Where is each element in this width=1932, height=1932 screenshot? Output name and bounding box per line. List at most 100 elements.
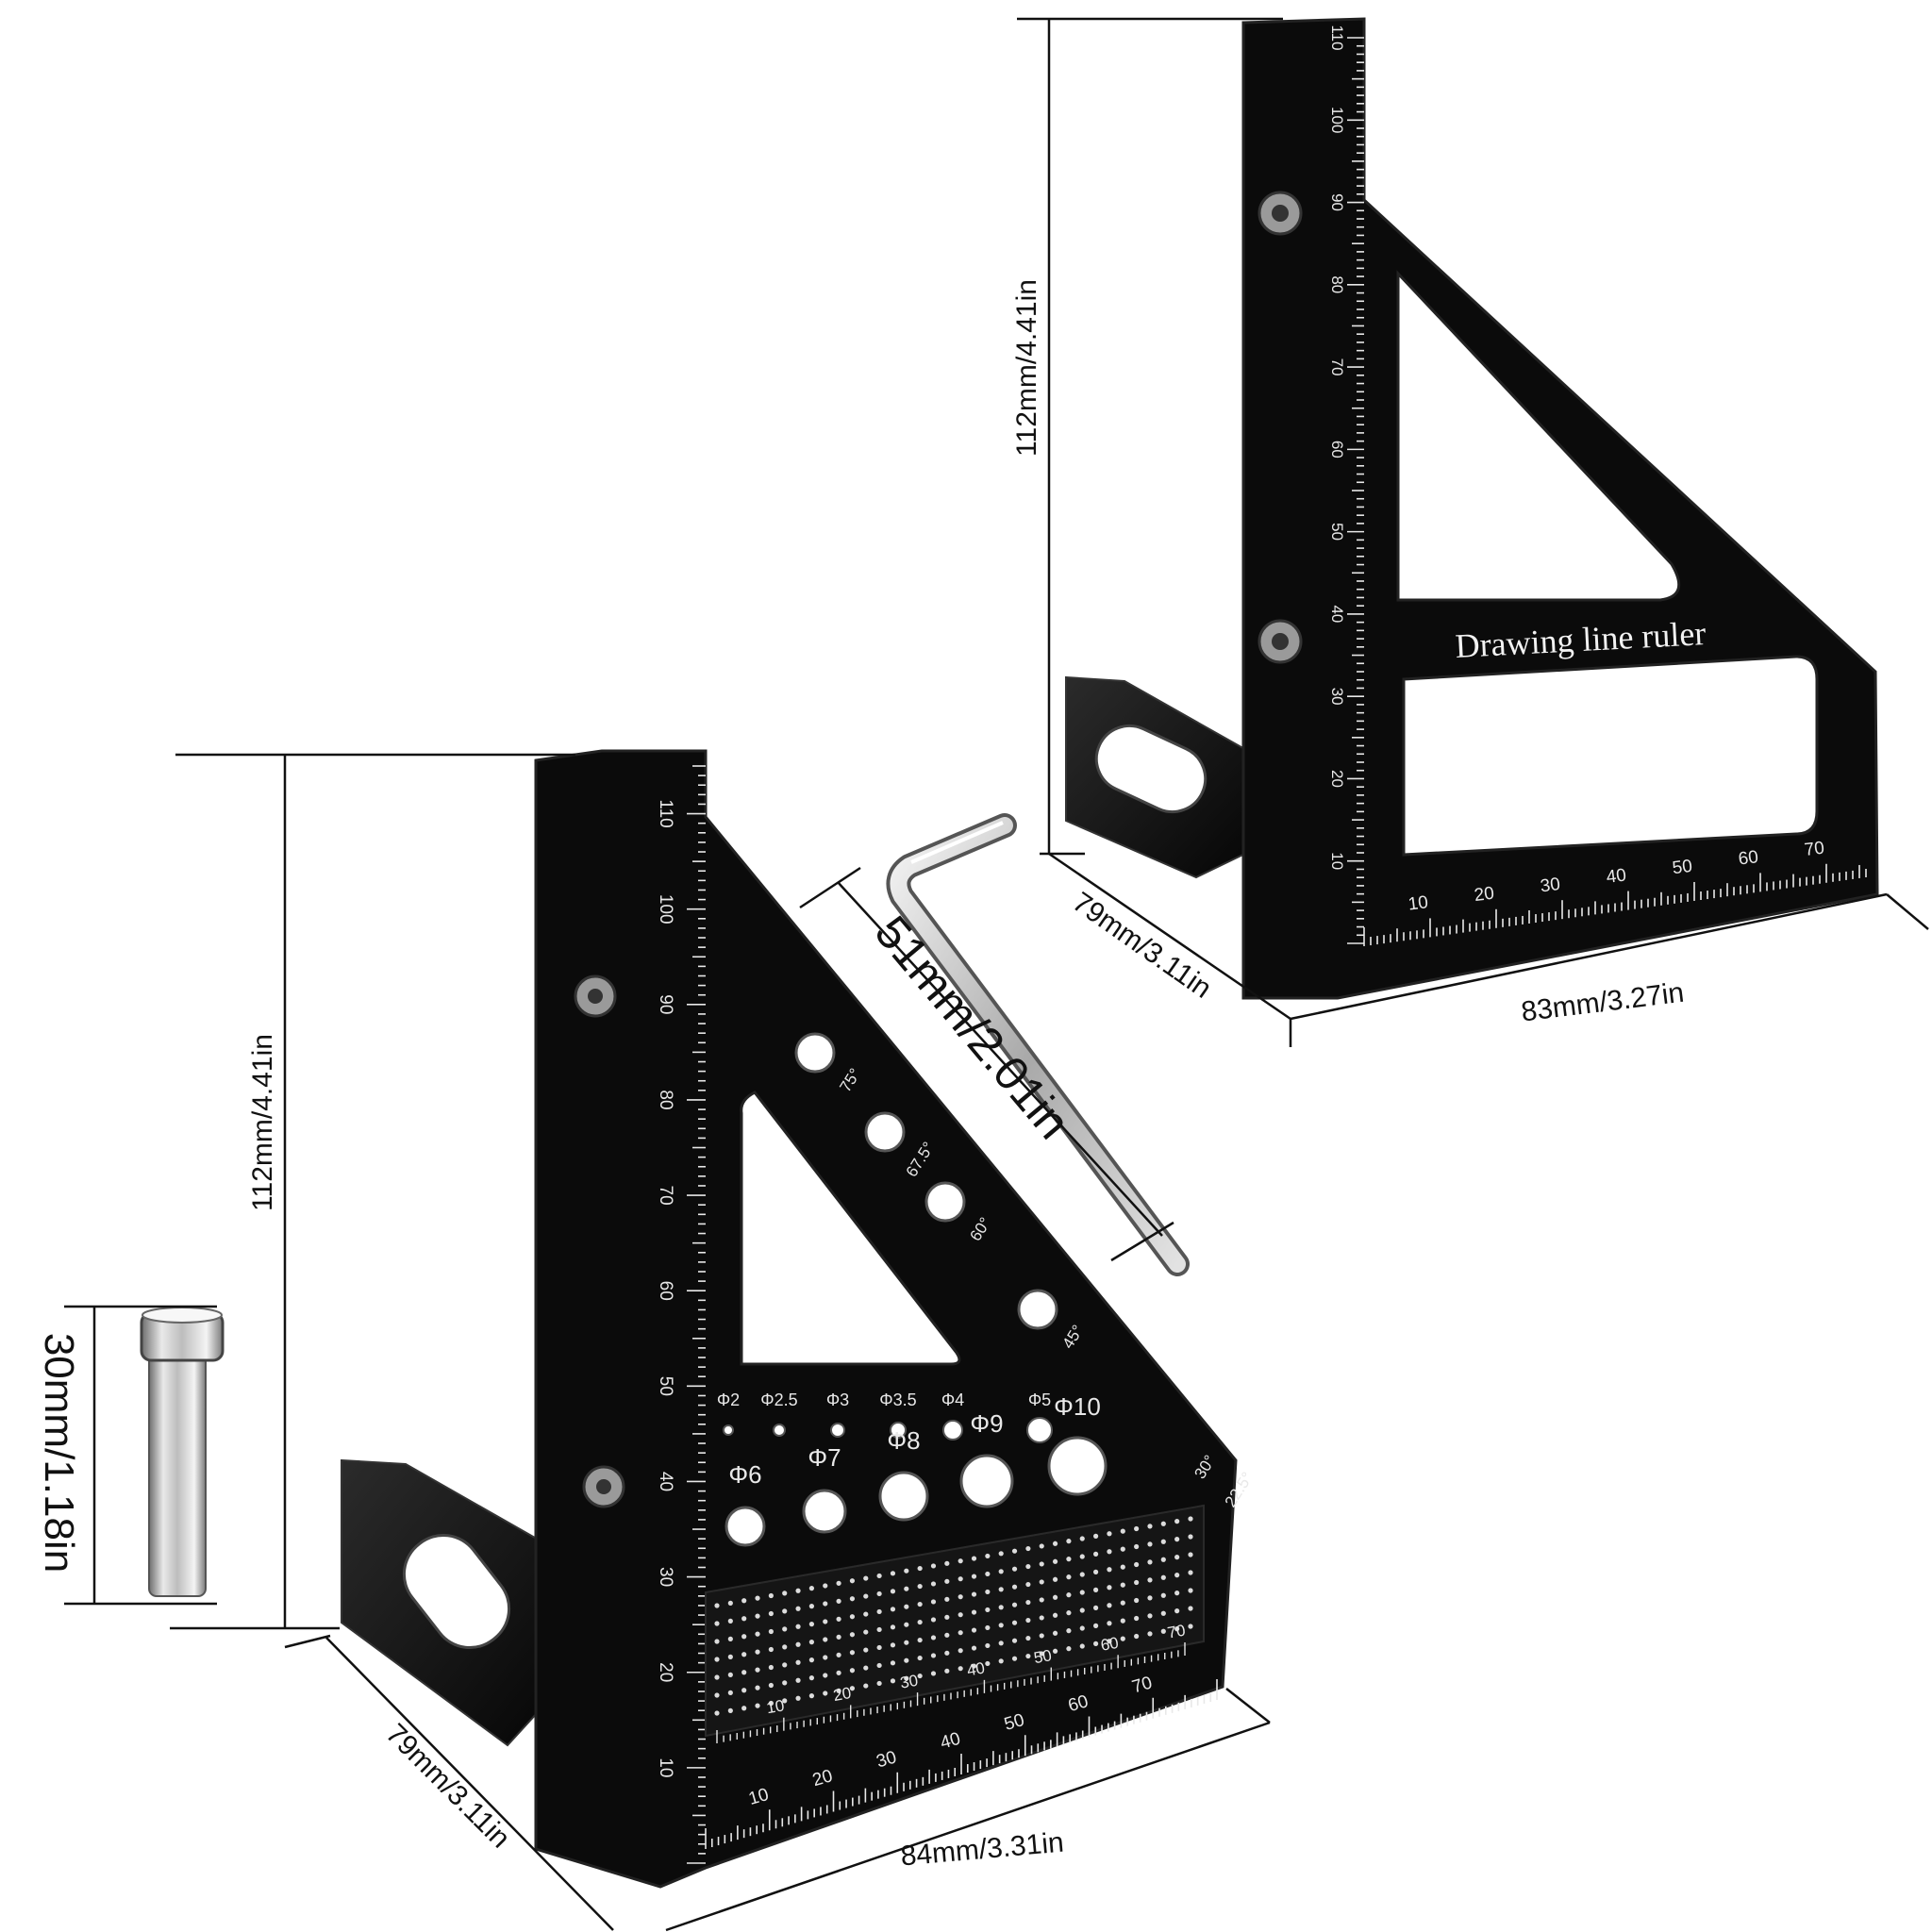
- scale-label: 60: [1738, 847, 1760, 869]
- marking-guide-hole: [1120, 1546, 1125, 1552]
- bottom-ruler-width-dimension: 84mm/3.31in: [899, 1827, 1065, 1873]
- marking-guide-hole: [1174, 1573, 1180, 1578]
- small-hole: [773, 1424, 786, 1437]
- marking-guide-hole: [958, 1576, 963, 1582]
- marking-guide-hole: [741, 1670, 747, 1675]
- angle-hole: [1017, 1289, 1058, 1330]
- marking-guide-hole: [714, 1710, 720, 1716]
- marking-guide-hole: [768, 1592, 774, 1599]
- marking-guide-hole: [1160, 1539, 1166, 1544]
- marking-guide-hole: [1066, 1628, 1072, 1634]
- marking-guide-hole: [1160, 1574, 1166, 1580]
- marking-guide-hole: [1174, 1537, 1180, 1542]
- marking-guide-hole: [1011, 1602, 1018, 1607]
- marking-guide-hole: [823, 1690, 828, 1696]
- marking-guide-hole: [971, 1556, 977, 1561]
- marking-guide-hole: [944, 1668, 950, 1674]
- marking-guide-hole: [1093, 1605, 1099, 1610]
- marking-guide-hole: [863, 1629, 869, 1635]
- marking-guide-hole: [727, 1707, 733, 1713]
- marking-guide-hole: [782, 1680, 788, 1686]
- hole-size-label: Φ3: [826, 1391, 849, 1409]
- marking-guide-hole: [1147, 1613, 1153, 1619]
- marking-guide-hole: [836, 1652, 841, 1657]
- marking-guide-hole: [714, 1692, 720, 1698]
- marking-guide-hole: [755, 1667, 760, 1673]
- angle-hole: [864, 1111, 906, 1153]
- small-hole: [723, 1424, 734, 1436]
- marking-guide-hole: [958, 1648, 963, 1654]
- scale-label: 20: [832, 1684, 853, 1705]
- scale-label: 80: [656, 1090, 675, 1109]
- marking-guide-hole: [1134, 1543, 1140, 1550]
- marking-guide-hole: [917, 1619, 923, 1625]
- marking-guide-hole: [930, 1653, 937, 1658]
- marking-guide-hole: [768, 1610, 774, 1617]
- marking-guide-hole: [1066, 1592, 1072, 1598]
- marking-guide-hole: [998, 1658, 1004, 1664]
- marking-guide-hole: [755, 1595, 760, 1601]
- hole-size-label: Φ3.5: [879, 1391, 916, 1409]
- scale-label: 70: [1328, 358, 1346, 376]
- marking-guide-hole: [755, 1613, 760, 1619]
- small-hole: [890, 1422, 907, 1439]
- marking-guide-hole: [836, 1688, 841, 1693]
- marking-guide-hole: [1188, 1570, 1193, 1575]
- hole-size-label: Φ5: [1028, 1391, 1051, 1409]
- marking-guide-hole: [849, 1632, 856, 1638]
- marking-guide-hole: [1079, 1607, 1085, 1613]
- marking-guide-hole: [741, 1652, 747, 1657]
- marking-guide-hole: [1147, 1524, 1153, 1529]
- countersunk-screw-icon: [582, 1465, 625, 1508]
- marking-guide-hole: [727, 1654, 733, 1659]
- bottom-ruler-marking-guide-holes: [705, 1504, 1205, 1738]
- marking-guide-hole: [1107, 1549, 1112, 1555]
- marking-guide-hole: [823, 1601, 828, 1607]
- marking-guide-hole: [904, 1640, 909, 1645]
- marking-guide-hole: [714, 1621, 720, 1626]
- marking-guide-hole: [1188, 1516, 1193, 1522]
- small-hole: [942, 1420, 963, 1441]
- marking-guide-hole: [917, 1601, 923, 1607]
- marking-guide-hole: [930, 1563, 937, 1569]
- top-ruler: Drawing line ruler 102030405060708090100…: [1065, 17, 1879, 1000]
- marking-guide-hole: [1120, 1582, 1125, 1588]
- marking-guide-hole: [944, 1578, 950, 1584]
- hole-size-label: Φ9: [970, 1409, 1003, 1438]
- scale-label: 60: [656, 1281, 675, 1301]
- marking-guide-hole: [782, 1644, 788, 1650]
- marking-guide-hole: [1052, 1541, 1058, 1546]
- hex-key-icon: [886, 813, 1190, 1276]
- marking-guide-hole: [904, 1604, 909, 1609]
- marking-guide-hole: [890, 1571, 896, 1576]
- top-ruler-height-dimension: 112mm/4.41in: [1011, 279, 1042, 457]
- scale-label: 80: [1328, 275, 1346, 293]
- marking-guide-hole: [985, 1660, 991, 1667]
- marking-guide-hole: [1134, 1561, 1140, 1568]
- marking-guide-hole: [863, 1647, 869, 1653]
- marking-guide-hole: [808, 1640, 815, 1645]
- marking-guide-hole: [714, 1674, 720, 1680]
- marking-guide-hole: [904, 1657, 909, 1663]
- hole-size-label: Φ4: [941, 1391, 964, 1409]
- scale-label: 20: [1474, 884, 1496, 906]
- marking-guide-hole: [1147, 1577, 1153, 1583]
- marking-guide-hole: [1052, 1630, 1058, 1636]
- pin-dimension: [64, 1305, 217, 1606]
- marking-guide-hole: [904, 1675, 909, 1681]
- marking-guide-hole: [998, 1641, 1004, 1646]
- marking-guide-hole: [782, 1608, 788, 1614]
- marking-guide-hole: [755, 1649, 760, 1655]
- scale-label: 50: [1032, 1646, 1053, 1667]
- marking-guide-hole: [876, 1573, 882, 1579]
- marking-guide-hole: [1147, 1559, 1153, 1565]
- marking-guide-hole: [1120, 1564, 1125, 1570]
- marking-guide-hole: [971, 1627, 977, 1633]
- marking-guide-hole: [890, 1624, 896, 1630]
- marking-guide-hole: [876, 1680, 882, 1687]
- angle-hole: [794, 1032, 836, 1074]
- marking-guide-hole: [1079, 1625, 1085, 1631]
- marking-guide-hole: [755, 1631, 760, 1637]
- marking-guide-hole: [741, 1616, 747, 1622]
